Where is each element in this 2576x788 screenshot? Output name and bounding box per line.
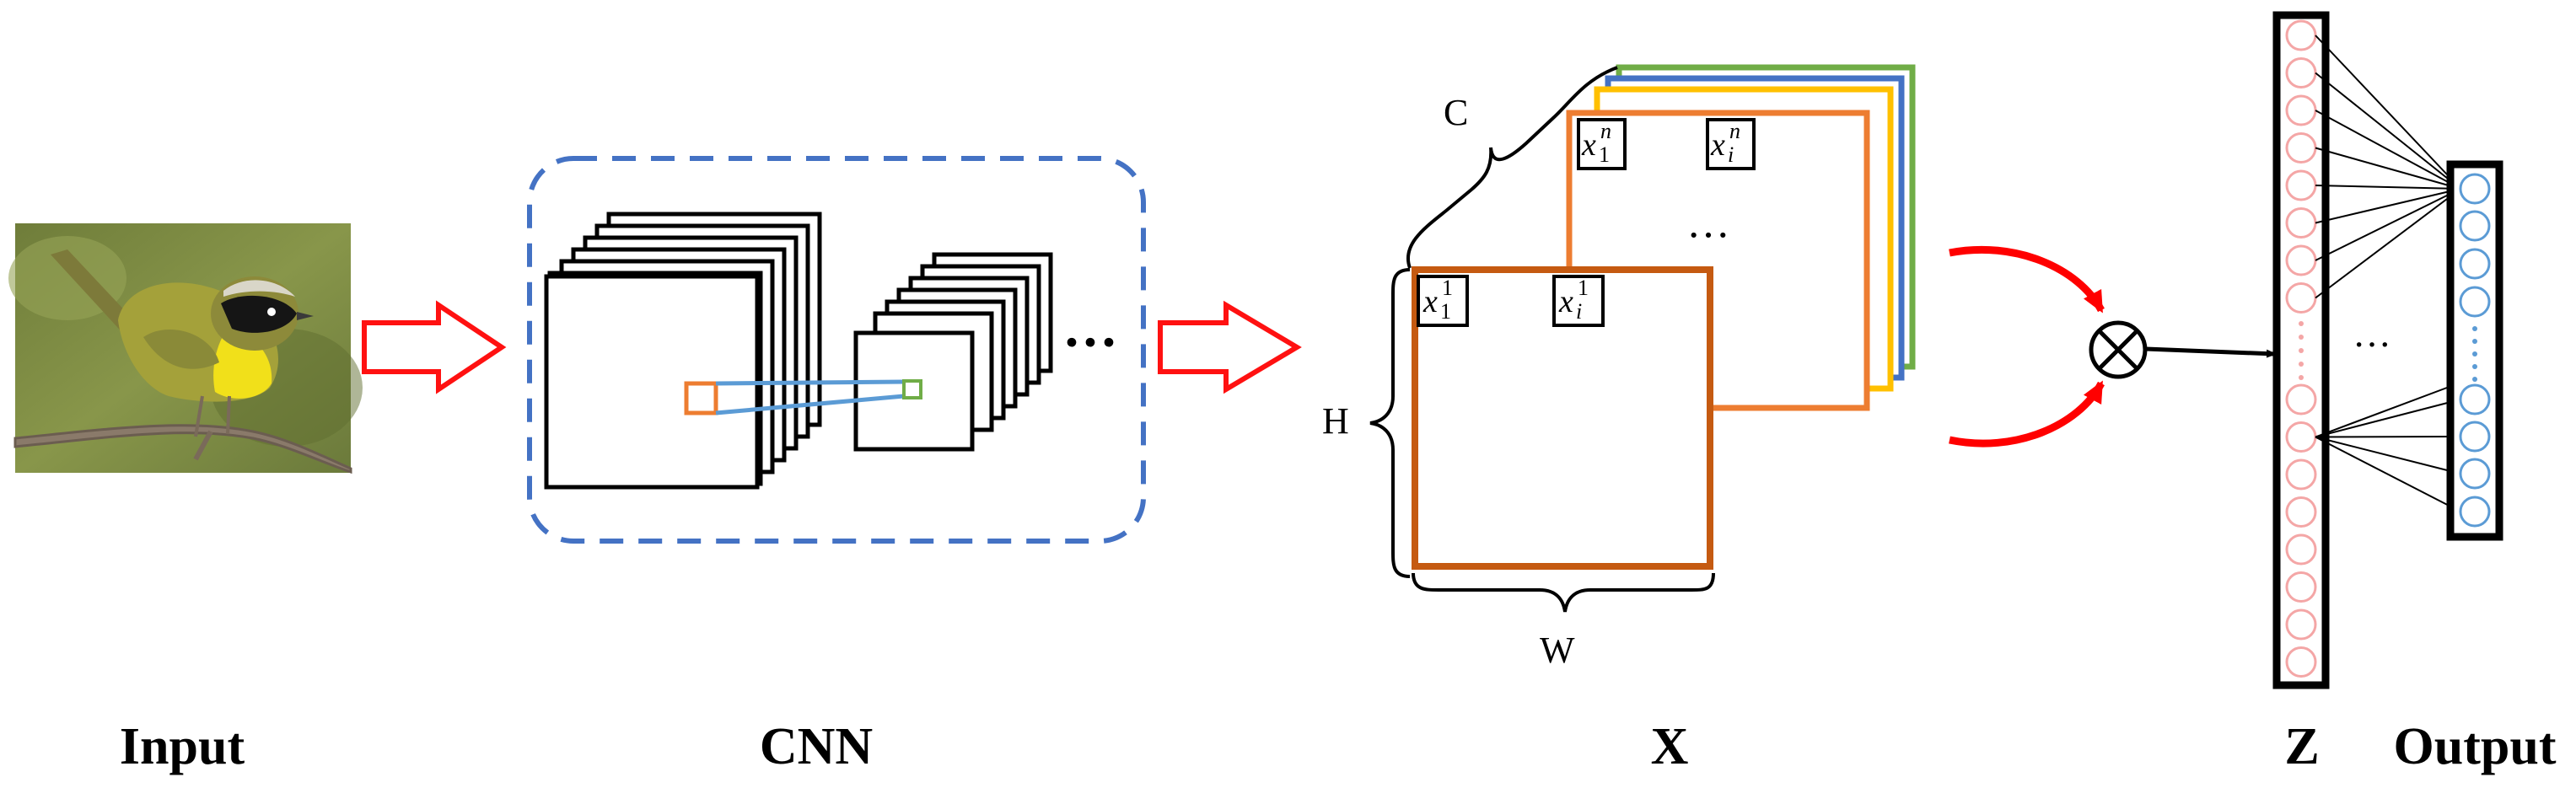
connection-line: [2315, 382, 2461, 438]
output-unit-box: [902, 379, 922, 399]
output-neuron: [2459, 210, 2491, 242]
z-neuron: [2285, 383, 2317, 415]
svg-text:1: 1: [1599, 142, 1610, 167]
connection-line: [2315, 185, 2461, 190]
receptive-field-box: [684, 381, 718, 415]
connection-line: [2315, 72, 2461, 190]
connection-line: [2315, 436, 2461, 474]
feature-map-x: x 1 n x i n ··· x 1 1 x i 1 C H: [1322, 64, 1916, 671]
stage-label-z: Z: [2284, 718, 2319, 775]
projection-line-top: [715, 379, 905, 386]
z-neuron: [2285, 646, 2317, 678]
svg-text:n: n: [1600, 119, 1611, 143]
z-neuron: [2285, 533, 2317, 566]
cell-front-i: x i 1: [1552, 275, 1605, 327]
outer-product-operator: [2089, 320, 2148, 379]
stage-label-cnn: CNN: [760, 718, 873, 775]
z-output-ellipsis: ···: [2353, 323, 2391, 366]
z-neuron: [2285, 57, 2317, 88]
svg-text:n: n: [1729, 119, 1740, 143]
output-neuron: [2459, 248, 2491, 280]
svg-text:1: 1: [1440, 299, 1451, 324]
cnn-ellipsis: ···: [1062, 312, 1118, 373]
cell-front-first: x 1 1: [1417, 275, 1469, 327]
z-neuron: [2285, 571, 2317, 603]
output-neuron: [2459, 173, 2491, 205]
svg-text:i: i: [1728, 142, 1734, 167]
connection-line: [2315, 399, 2461, 438]
z-neuron: [2285, 282, 2317, 314]
svg-text:i: i: [1576, 299, 1582, 324]
hollow-arrow-input-to-cnn: [362, 300, 507, 394]
input-image: [8, 223, 363, 474]
connection-line: [2315, 110, 2461, 190]
stage-label-input: Input: [120, 718, 245, 775]
z-neuron: [2285, 458, 2317, 490]
dim-label-w: W: [1540, 630, 1575, 671]
z-vector: [2272, 11, 2330, 689]
connection-line: [2315, 188, 2461, 261]
output-neuron: [2459, 496, 2491, 528]
connection-line: [2315, 188, 2461, 299]
red-curve-top: [1949, 245, 2105, 314]
dim-label-c: C: [1444, 92, 1468, 133]
cell-back-i: x i n: [1706, 118, 1756, 170]
output-vector: [2446, 160, 2503, 541]
z-neuron: [2285, 496, 2317, 528]
connection-line: [2315, 188, 2461, 224]
svg-text:1: 1: [1442, 276, 1453, 300]
z-neuron: [2285, 19, 2317, 51]
z-neuron: [2285, 94, 2317, 126]
connection-line: [2315, 147, 2461, 190]
brace-c: [1406, 66, 1618, 269]
z-neuron: [2285, 244, 2317, 276]
large-feature-map-stack: [544, 212, 822, 490]
red-curve-bottom: [1949, 380, 2105, 448]
svg-text:1: 1: [1578, 276, 1589, 300]
stage-label-x: X: [1651, 718, 1689, 775]
output-neuron: [2459, 458, 2491, 490]
brace-w: [1412, 572, 1715, 613]
connection-line: [2315, 35, 2461, 190]
cnn-dashed-boundary: [527, 156, 1146, 544]
svg-text:x: x: [1710, 127, 1725, 163]
x-map-ellipsis: ···: [1686, 212, 1730, 260]
z-neuron: [2285, 608, 2317, 641]
svg-text:x: x: [1558, 284, 1573, 319]
brace-h: [1369, 268, 1411, 578]
output-neurons: [2459, 173, 2491, 528]
operator-to-z-arrow: [2145, 346, 2277, 358]
svg-text:x: x: [1422, 284, 1438, 319]
small-feature-map-stack: [853, 252, 1053, 452]
svg-text:x: x: [1581, 127, 1596, 163]
hollow-arrow-cnn-to-x: [1158, 300, 1302, 394]
z-dots: [2299, 321, 2304, 380]
output-neuron: [2459, 286, 2491, 318]
cnn-block: ···: [527, 156, 1146, 544]
z-neuron: [2285, 132, 2317, 163]
output-dots: [2472, 326, 2477, 382]
dim-label-h: H: [1322, 400, 1349, 442]
z-neuron: [2285, 421, 2317, 453]
z-neuron: [2285, 207, 2317, 239]
z-neuron: [2285, 169, 2317, 201]
fully-connected-lines: [2315, 35, 2461, 512]
cell-back-first: x 1 n: [1577, 118, 1627, 170]
output-neuron: [2459, 383, 2491, 415]
connection-line: [2315, 436, 2461, 512]
output-neuron: [2459, 421, 2491, 453]
stage-label-output: Output: [2394, 718, 2557, 775]
projection-line-bottom: [715, 394, 905, 415]
